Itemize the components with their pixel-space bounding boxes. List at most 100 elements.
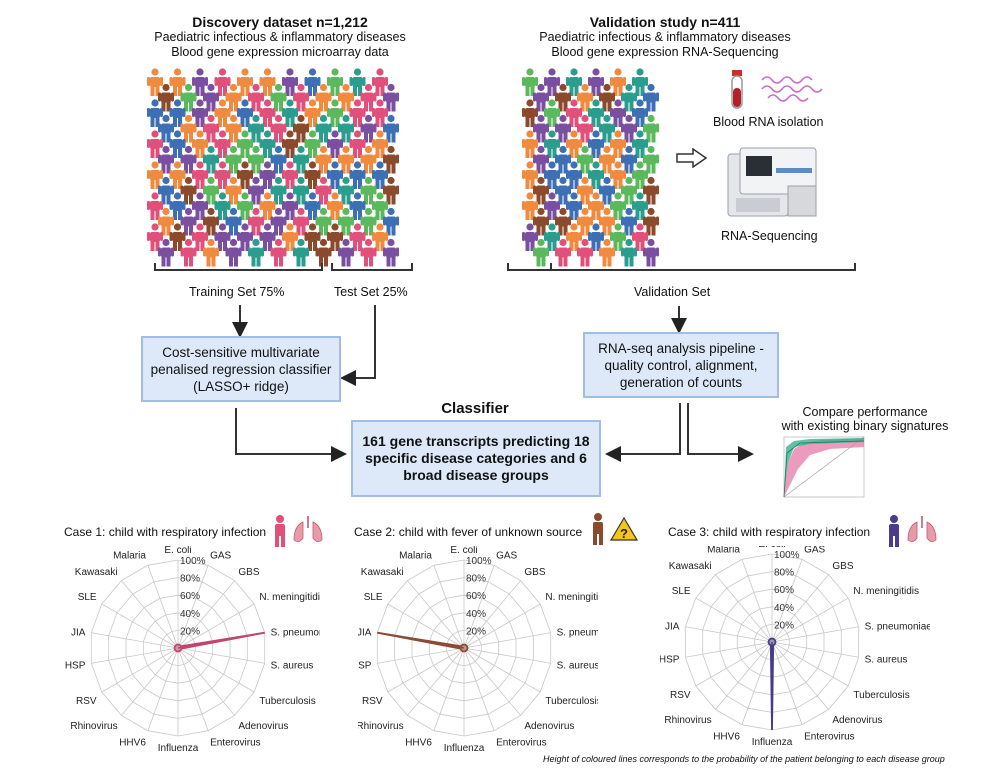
person-icon xyxy=(203,114,219,143)
radar-tick-label: 100% xyxy=(774,550,800,561)
person-icon xyxy=(533,83,549,112)
person-icon xyxy=(158,207,174,236)
person-icon xyxy=(282,223,298,251)
radar-category-label: Tuberculosis xyxy=(259,696,315,707)
person-icon xyxy=(147,130,163,158)
radar-category-label: HHV6 xyxy=(713,731,740,742)
person-icon xyxy=(180,238,197,267)
person-icon xyxy=(643,114,659,143)
radar-spoke xyxy=(463,647,551,664)
radar-category-label: S. aureus xyxy=(865,654,908,665)
person-icon xyxy=(599,83,615,112)
person-icon xyxy=(259,99,276,127)
roc-comparison-plot xyxy=(783,436,865,498)
person-icon xyxy=(533,238,549,267)
person-icon xyxy=(566,223,582,251)
person-icon xyxy=(544,192,560,220)
case3-title: Case 3: child with respiratory infection xyxy=(668,525,871,539)
person-icon xyxy=(180,207,197,236)
person-icon xyxy=(327,223,343,251)
hollow-arrow-icon xyxy=(676,148,708,168)
person-icon xyxy=(270,145,287,174)
person-icon xyxy=(621,207,637,236)
probability-peak xyxy=(377,632,465,649)
radar-category-label: SLE xyxy=(364,592,383,603)
case2-title: Case 2: child with fever of unknown sour… xyxy=(354,525,583,539)
person-icon xyxy=(349,99,366,127)
radar-category-label: Rhinovirus xyxy=(358,721,404,732)
person-icon xyxy=(259,192,276,220)
person-icon xyxy=(544,130,560,158)
radar-category-label: E. coli xyxy=(164,546,191,556)
person-icon xyxy=(214,192,231,220)
person-icon xyxy=(555,207,571,236)
radar-spoke xyxy=(177,647,255,693)
person-icon xyxy=(588,161,604,189)
validation-line2: Blood gene expression RNA-Sequencing xyxy=(551,45,779,59)
radar-spoke xyxy=(463,647,495,731)
person-icon xyxy=(372,223,388,251)
radar-category-label: Enterovirus xyxy=(496,737,547,748)
person-icon xyxy=(533,207,549,236)
person-icon xyxy=(214,223,231,251)
person-icon xyxy=(522,130,538,158)
person-icon xyxy=(158,145,174,174)
person-icon xyxy=(599,145,615,174)
person-icon xyxy=(555,176,571,205)
radar-spoke xyxy=(101,603,179,649)
radar-category-label: Enterovirus xyxy=(210,737,261,748)
person-icon xyxy=(158,176,174,205)
person-icon xyxy=(203,207,219,236)
radar-category-label: GBS xyxy=(238,567,259,578)
classifier-text: 161 gene transcripts predicting 18 speci… xyxy=(362,433,590,483)
person-icon xyxy=(147,223,163,251)
person-icon xyxy=(169,99,186,127)
person-icon xyxy=(621,145,637,174)
person-icon xyxy=(282,99,298,127)
person-icon xyxy=(192,192,208,220)
person-icon xyxy=(372,192,388,220)
person-icon xyxy=(588,192,604,220)
person-icon xyxy=(349,161,366,189)
case1-child-lungs-icon xyxy=(275,515,323,547)
radar-spoke xyxy=(715,574,773,643)
training-set-label: Training Set 75% xyxy=(189,285,285,299)
radar-category-label: S. pneumoniae xyxy=(865,622,930,633)
person-icon xyxy=(282,130,298,158)
probability-line xyxy=(377,631,469,653)
person-icon xyxy=(338,83,354,112)
classifier-box: 161 gene transcripts predicting 18 speci… xyxy=(351,420,601,497)
person-icon xyxy=(632,192,648,220)
person-icon xyxy=(203,83,219,112)
radar-spoke xyxy=(177,647,209,731)
person-icon xyxy=(621,83,637,112)
compare-line1: Compare performance xyxy=(802,405,928,419)
radar-category-label: S. pneumoniae xyxy=(271,628,320,639)
person-icon xyxy=(327,192,343,220)
radar-spoke xyxy=(463,632,551,649)
radar-spoke xyxy=(741,641,773,725)
validation-set-label: Validation Set xyxy=(634,285,711,299)
person-icon xyxy=(214,99,231,127)
discovery-header: Discovery dataset n=1,212 Paediatric inf… xyxy=(130,14,430,60)
person-icon xyxy=(372,68,388,96)
radar-tick-label: 40% xyxy=(774,603,794,614)
person-icon xyxy=(610,68,626,96)
radar-spoke xyxy=(121,647,179,716)
radar-category-label: Malaria xyxy=(399,551,432,562)
person-icon xyxy=(327,68,343,96)
person-icon xyxy=(522,68,538,96)
person-icon xyxy=(610,223,626,251)
person-icon xyxy=(270,114,287,143)
person-icon xyxy=(588,68,604,96)
person-icon xyxy=(315,207,332,236)
person-icon xyxy=(225,176,242,205)
radar-spoke xyxy=(771,574,829,643)
person-icon xyxy=(304,130,321,158)
person-icon xyxy=(248,114,264,143)
person-icon xyxy=(566,130,582,158)
radar-category-label: Malaria xyxy=(707,546,740,556)
person-icon xyxy=(544,223,560,251)
radar-category-label: HHV6 xyxy=(119,737,146,748)
